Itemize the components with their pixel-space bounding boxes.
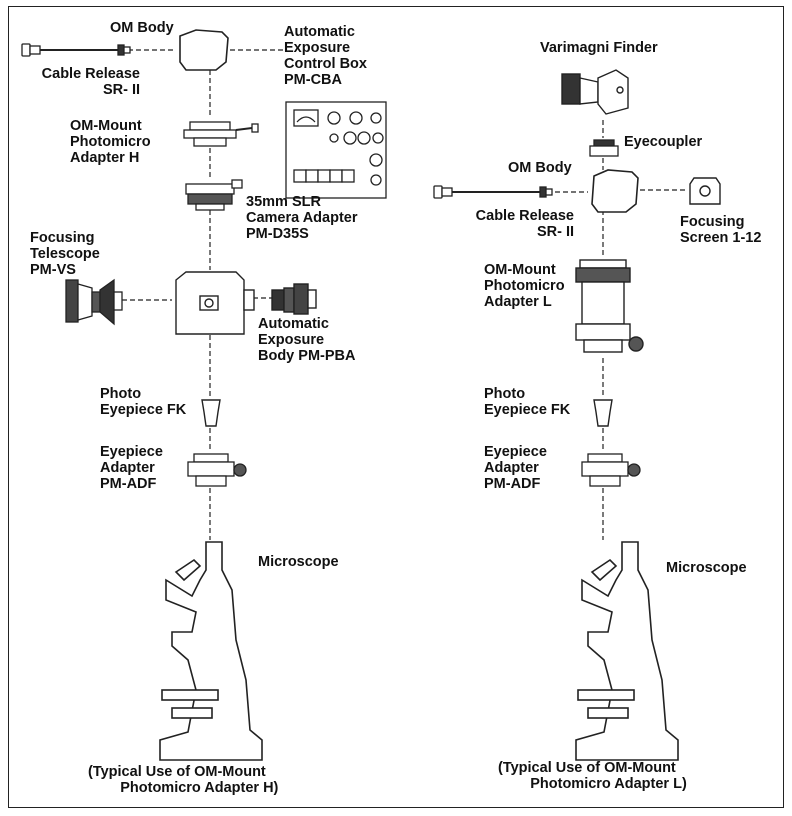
right-photo-eyepiece-icon — [593, 399, 613, 427]
left-camera-adapter-icon — [185, 179, 243, 211]
right-focusing-screen-icon — [689, 177, 721, 205]
right-cable-release-icon — [433, 185, 553, 199]
right-eyepiece-adapter-label: Eyepiece Adapter PM-ADF — [484, 444, 547, 492]
right-microscope-icon — [575, 541, 679, 761]
right-photo-eyepiece-label: Photo Eyepiece FK — [484, 386, 571, 418]
right-focusing-screen-label: Focusing Screen 1-12 — [680, 214, 762, 246]
right-microscope-label: Microscope — [666, 560, 747, 576]
left-cable-release-icon — [21, 43, 131, 57]
right-varimagni-finder-label: Varimagni Finder — [540, 40, 658, 56]
right-om-body-label: OM Body — [508, 160, 572, 176]
left-control-box-label: Automatic Exposure Control Box PM-CBA — [284, 24, 367, 88]
right-caption: (Typical Use of OM-Mount Photomicro Adap… — [498, 760, 687, 792]
left-caption: (Typical Use of OM-Mount Photomicro Adap… — [88, 764, 279, 796]
left-om-body-label: OM Body — [110, 20, 174, 36]
right-eyepiece-adapter-icon — [581, 453, 641, 487]
right-adapter-l-label: OM-Mount Photomicro Adapter L — [484, 262, 565, 310]
right-varimagni-finder-icon — [561, 69, 629, 115]
left-microscope-label: Microscope — [258, 554, 339, 570]
left-cable-release-label: Cable Release SR- II — [41, 66, 140, 98]
diagram-frame — [8, 6, 784, 808]
left-focusing-telescope-label: Focusing Telescope PM-VS — [30, 230, 100, 278]
right-eyecoupler-icon — [589, 139, 619, 157]
right-cable-release-label: Cable Release SR- II — [475, 208, 574, 240]
right-adapter-l-icon — [575, 259, 644, 353]
right-connector-lines — [555, 120, 686, 540]
left-photo-eyepiece-icon — [201, 399, 221, 427]
right-eyecoupler-label: Eyecoupler — [624, 134, 703, 150]
left-connector-lines — [122, 49, 286, 540]
right-om-body-icon — [591, 169, 639, 213]
left-eyepiece-adapter-icon — [187, 453, 247, 487]
left-adapter-h-label: OM-Mount Photomicro Adapter H — [70, 118, 151, 166]
left-adapter-h-icon — [183, 121, 259, 147]
left-control-box-icon — [285, 101, 387, 199]
left-microscope-icon — [159, 541, 263, 761]
left-eyepiece-adapter-label: Eyepiece Adapter PM-ADF — [100, 444, 163, 492]
left-exposure-body-label: Automatic Exposure Body PM-PBA — [258, 316, 356, 364]
left-om-body-icon — [179, 29, 229, 71]
left-exposure-body-icon — [175, 271, 317, 335]
left-photo-eyepiece-label: Photo Eyepiece FK — [100, 386, 187, 418]
left-focusing-telescope-icon — [65, 278, 123, 326]
left-camera-adapter-label: 35mm SLR Camera Adapter PM-D35S — [246, 194, 358, 242]
